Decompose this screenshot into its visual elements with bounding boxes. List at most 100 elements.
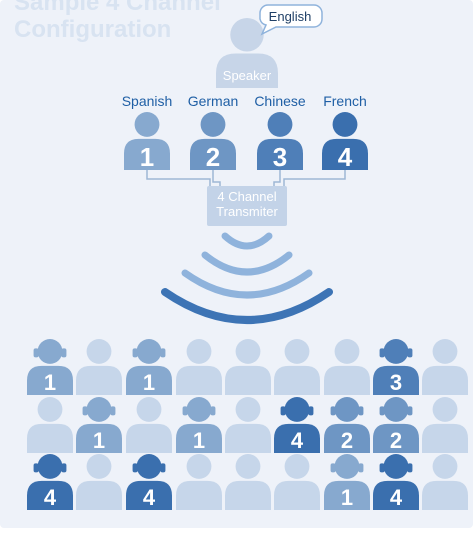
listener <box>27 397 73 453</box>
person-body <box>324 365 370 395</box>
person-head <box>334 397 360 422</box>
person-body <box>225 423 271 453</box>
headset-icon <box>330 463 336 473</box>
person-body <box>27 480 73 510</box>
person-head <box>186 339 212 364</box>
person-body <box>126 365 172 395</box>
person-head <box>86 454 112 479</box>
listener <box>422 339 468 395</box>
listener-with-headset <box>27 454 73 510</box>
person-head <box>432 397 458 422</box>
interpreter-language-label: German <box>188 93 239 109</box>
person-body <box>176 423 222 453</box>
connector-line <box>273 170 281 186</box>
headset-icon <box>358 463 364 473</box>
headset-icon <box>379 348 385 358</box>
listener <box>324 339 370 395</box>
headset-icon <box>132 348 138 358</box>
listener <box>225 339 271 395</box>
person-body <box>274 423 320 453</box>
headset-icon <box>33 463 39 473</box>
listener-with-headset <box>373 339 419 395</box>
person-head <box>334 339 360 364</box>
broadcast-waves <box>161 232 333 324</box>
person-body <box>216 53 278 88</box>
headset-icon <box>330 406 336 416</box>
listener-channel-number: 2 <box>341 428 353 453</box>
person-body <box>176 480 222 510</box>
person-body <box>124 138 170 170</box>
person-head <box>432 454 458 479</box>
listener <box>176 454 222 510</box>
person-body <box>422 423 468 453</box>
person-head <box>332 112 358 137</box>
person-body <box>27 423 73 453</box>
listener-channel-number: 1 <box>341 485 353 510</box>
listener-channel-number: 4 <box>44 485 57 510</box>
headset-icon <box>160 348 166 358</box>
person-body <box>422 480 468 510</box>
headset-icon <box>132 463 138 473</box>
person-body <box>322 138 368 170</box>
headset-icon <box>407 348 413 358</box>
person-body <box>324 423 370 453</box>
listener-with-headset <box>373 397 419 453</box>
person-body <box>27 365 73 395</box>
person-head <box>235 397 261 422</box>
interpreter-channel-number: 1 <box>140 142 154 172</box>
listener-with-headset <box>76 397 122 453</box>
headset-icon <box>82 406 88 416</box>
listener-with-headset <box>373 454 419 510</box>
person-head <box>235 454 261 479</box>
connector-line <box>212 170 221 186</box>
interpreter-language-label: Chinese <box>254 93 306 109</box>
person-head <box>284 454 310 479</box>
person-body <box>274 480 320 510</box>
interpreter-language-label: Spanish <box>122 93 173 109</box>
person-head <box>186 454 212 479</box>
headset-icon <box>160 463 166 473</box>
person-head <box>37 339 63 364</box>
listener-channel-number: 3 <box>390 370 402 395</box>
listener <box>422 397 468 453</box>
speaker-figure <box>216 18 278 88</box>
connector-line <box>146 170 211 186</box>
listener-channel-number: 1 <box>93 428 105 453</box>
wave-arc <box>201 251 293 276</box>
headset-icon <box>379 463 385 473</box>
diagram-title-line-1: Sample 4 Channel <box>14 0 221 16</box>
listener-with-headset <box>324 397 370 453</box>
person-head <box>230 18 264 52</box>
speech-bubble-text: English <box>269 9 312 24</box>
person-body <box>324 480 370 510</box>
listener-with-headset <box>27 339 73 395</box>
headset-icon <box>379 406 385 416</box>
headset-icon <box>407 406 413 416</box>
interpreter-figure <box>190 112 236 170</box>
person-body <box>373 480 419 510</box>
person-body <box>76 423 122 453</box>
person-body <box>422 365 468 395</box>
interpreter-channel-number: 2 <box>206 142 220 172</box>
headset-icon <box>110 406 116 416</box>
person-head <box>267 112 293 137</box>
person-body <box>373 365 419 395</box>
person-body <box>257 138 303 170</box>
person-body <box>76 480 122 510</box>
headset-icon <box>33 348 39 358</box>
person-head <box>86 397 112 422</box>
transmitter-label-line-1: 4 Channel <box>217 189 276 204</box>
listener-with-headset <box>324 454 370 510</box>
person-head <box>37 397 63 422</box>
headset-icon <box>308 406 314 416</box>
speech-bubble-shape <box>259 4 323 36</box>
interpreter-figure <box>322 112 368 170</box>
person-head <box>136 397 162 422</box>
listener <box>76 339 122 395</box>
person-body <box>126 480 172 510</box>
person-head <box>383 339 409 364</box>
speech-bubble: English <box>259 4 323 36</box>
listener <box>225 454 271 510</box>
